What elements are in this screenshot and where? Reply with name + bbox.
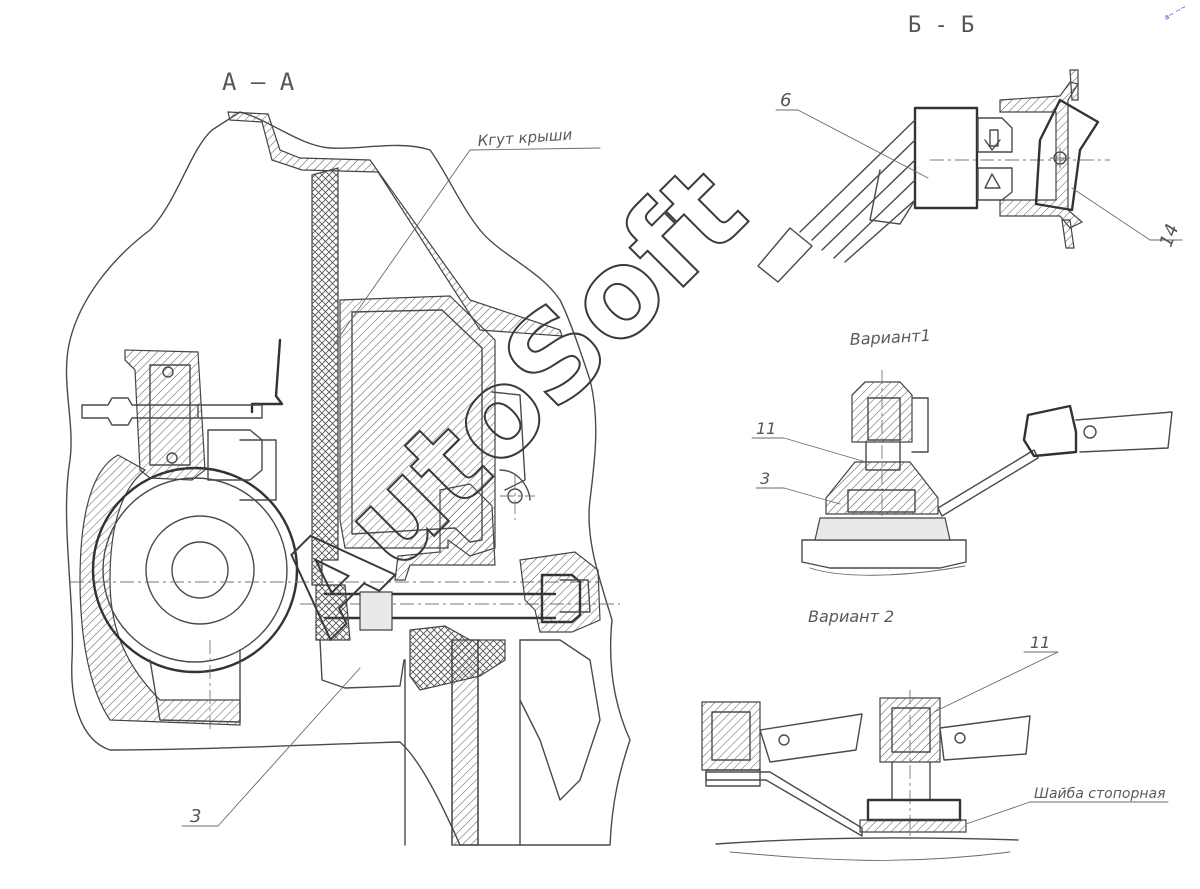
v1-panel-plate xyxy=(801,539,967,569)
leader-callout-3-aa xyxy=(181,667,361,827)
leader-callout-11-v2 xyxy=(933,651,1059,713)
motor-ring-3 xyxy=(171,541,229,599)
leader-lock-washer xyxy=(965,801,1169,825)
variant-1: Вариант1 11 3 xyxy=(751,326,1173,576)
callout-6: 6 xyxy=(780,90,791,111)
label-variant-2: Вариант 2 xyxy=(808,607,894,626)
roof-panel xyxy=(227,111,563,337)
callout-3-aa: 3 xyxy=(190,806,201,827)
leader-callout-11-v1 xyxy=(751,437,867,463)
rocker-key xyxy=(1034,98,1100,212)
bracket-wire xyxy=(250,338,284,414)
v1-knob-cap xyxy=(851,381,913,443)
callout-3-v1: 3 xyxy=(760,469,770,488)
mount-bracket-right xyxy=(519,551,601,633)
lower-sheet xyxy=(319,639,405,689)
motor-ring-2 xyxy=(145,515,255,625)
callout-11-v2: 11 xyxy=(1030,633,1050,652)
label-roof-bracket: Кгут крыши xyxy=(477,125,573,150)
mounting-panel xyxy=(1061,69,1079,249)
leader-callout-14 xyxy=(1071,187,1183,241)
v2-panel-surface xyxy=(715,837,1019,845)
section-aa-title: А – А xyxy=(222,68,295,96)
label-lock-washer: Шайба стопорная xyxy=(1034,786,1166,802)
label-variant-1: Вариант1 xyxy=(849,326,931,349)
pillar-member xyxy=(311,167,339,586)
motor-lower-casing xyxy=(149,649,241,723)
v2-center-knob xyxy=(879,697,941,763)
wire-end-cap xyxy=(757,227,813,283)
v2-strap xyxy=(705,771,863,837)
section-bb-title: Б - Б xyxy=(908,13,974,38)
v2-left-lever xyxy=(759,713,863,763)
switch-contacts xyxy=(977,117,1013,201)
spindle-collar-mid xyxy=(359,591,393,631)
section-aa: А – А xyxy=(65,68,631,846)
leader-callout-6 xyxy=(775,109,929,179)
wire-bundle xyxy=(799,119,916,263)
mount-nut xyxy=(207,429,263,481)
corner-mark: a~ ~~ xyxy=(1163,3,1188,22)
channel-hatch xyxy=(451,639,479,846)
upper-mount xyxy=(124,349,206,481)
lower-bracket xyxy=(394,483,496,581)
callout-14: 14 xyxy=(1156,221,1184,250)
v2-base-nut xyxy=(866,798,962,822)
v2-center-lever xyxy=(939,715,1031,761)
connector-block xyxy=(913,106,979,210)
right-panel xyxy=(519,639,601,801)
leader-roof-bracket xyxy=(329,147,601,351)
v1-base-boss xyxy=(825,461,939,515)
spindle-collar-left xyxy=(315,584,351,641)
aa-break-outline xyxy=(65,111,631,846)
motor-housing xyxy=(79,454,241,726)
switch-housing xyxy=(999,81,1084,229)
v2-center-stem xyxy=(891,761,931,801)
variant-2: Вариант 2 11 Шайба стопорная xyxy=(701,607,1169,861)
callout-11-v1: 11 xyxy=(756,419,776,438)
v1-lever-arm xyxy=(937,449,1039,517)
v1-lever-head xyxy=(1022,404,1078,458)
leader-callout-3-v1 xyxy=(755,487,841,505)
section-bb: Б - Б 6 14 xyxy=(757,13,1184,283)
mount-plate xyxy=(149,364,191,466)
